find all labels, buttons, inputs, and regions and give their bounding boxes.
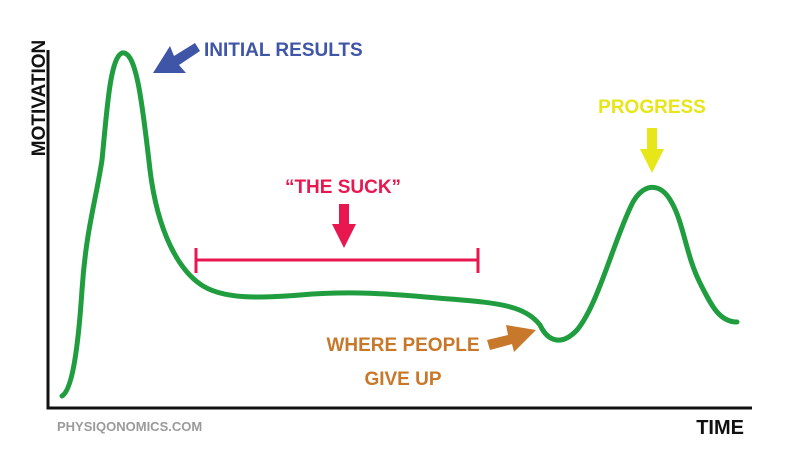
give-up-label-line1: WHERE PEOPLE <box>326 335 479 356</box>
initial-results-label: INITIAL RESULTS <box>204 40 363 61</box>
initial-results-arrow-icon <box>153 43 200 73</box>
progress-annotation: PROGRESS <box>598 97 706 173</box>
motivation-curve <box>59 50 740 399</box>
x-axis-label: TIME <box>696 417 744 439</box>
give-up-arrow-icon <box>487 325 536 352</box>
give-up-label-line2: GIVE UP <box>364 369 441 390</box>
progress-label: PROGRESS <box>598 97 706 118</box>
the-suck-label: “THE SUCK” <box>285 177 401 198</box>
give-up-annotation: WHERE PEOPLE GIVE UP <box>326 325 536 390</box>
initial-results-annotation: INITIAL RESULTS <box>153 40 363 73</box>
the-suck-range-bracket <box>194 248 480 273</box>
the-suck-annotation: “THE SUCK” <box>194 177 480 273</box>
progress-arrow-icon <box>640 128 664 173</box>
y-axis-label: MOTIVATION <box>29 40 50 156</box>
watermark-text: PHYSIQONOMICS.COM <box>57 419 202 434</box>
the-suck-arrow-icon <box>332 204 356 248</box>
axes <box>46 50 752 410</box>
